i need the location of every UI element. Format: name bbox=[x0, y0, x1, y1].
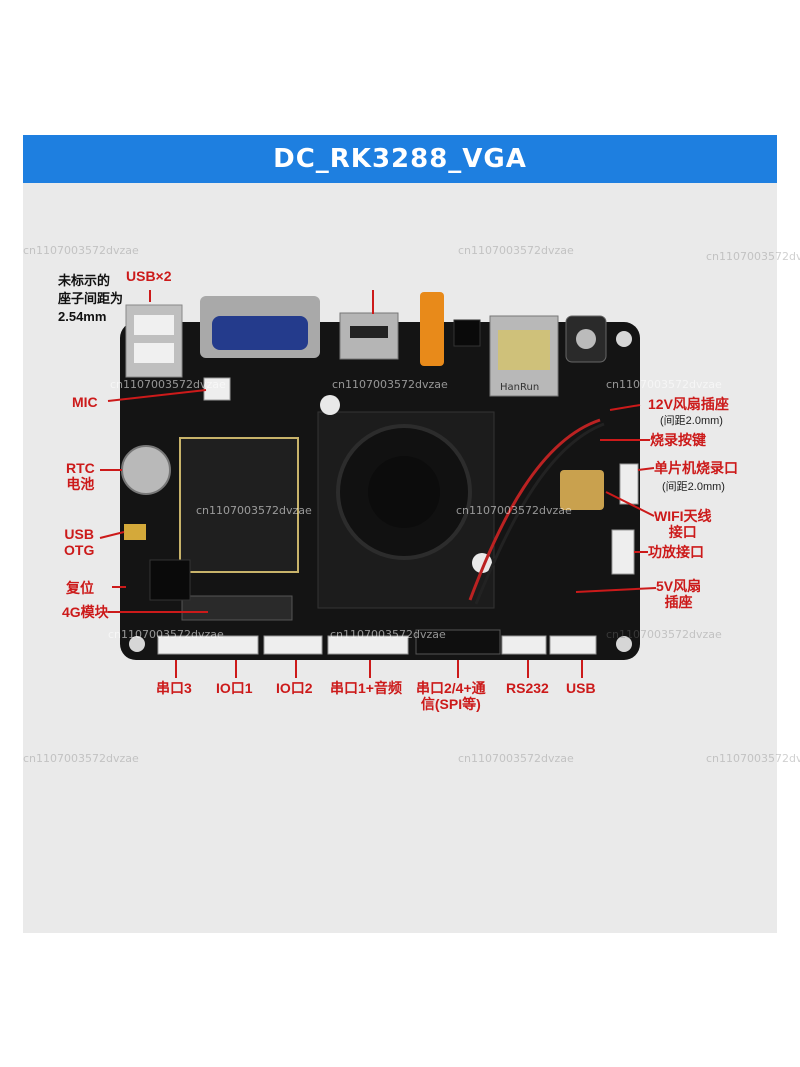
connector-header bbox=[415, 629, 501, 655]
watermark: cn1107003572dvzae bbox=[330, 628, 446, 641]
label-uart24-spi: 串口2/4+通信(SPI等) bbox=[416, 680, 486, 712]
usb-port bbox=[134, 343, 174, 363]
m2-slot bbox=[181, 595, 293, 621]
label-amp: 功放接口 bbox=[648, 544, 704, 560]
product-title-banner: DC_RK3288_VGA bbox=[23, 135, 777, 183]
mount-hole bbox=[616, 331, 632, 347]
label-mcu-burn-pitch: (间距2.0mm) bbox=[662, 481, 725, 493]
watermark: cn1107003572dvzae bbox=[23, 752, 139, 765]
label-fan-12v-pitch: (间距2.0mm) bbox=[660, 415, 723, 427]
connector-usb bbox=[549, 635, 597, 655]
rtc-battery bbox=[121, 445, 171, 495]
label-burn-key: 烧录按键 bbox=[650, 432, 706, 448]
label-rs232: RS232 bbox=[506, 680, 549, 696]
connector-rs232 bbox=[501, 635, 547, 655]
label-usb-x2: USB×2 bbox=[126, 268, 172, 284]
watermark: cn1107003572dvzae bbox=[108, 628, 224, 641]
label-uart3: 串口3 bbox=[156, 680, 192, 696]
watermark: cn1107003572dvzae bbox=[23, 244, 139, 257]
connector-io2 bbox=[263, 635, 323, 655]
mount-hole bbox=[129, 636, 145, 652]
label-4g-module: 4G模块 bbox=[62, 604, 109, 620]
note-line: 2.54mm bbox=[58, 309, 107, 324]
vga-connector bbox=[212, 316, 308, 350]
mount-hole bbox=[616, 636, 632, 652]
watermark: cn1107003572dvzae bbox=[706, 752, 800, 765]
watermark: cn1107003572dvzae bbox=[196, 504, 312, 517]
note-line: 座子间距为 bbox=[58, 291, 124, 306]
wifi-module bbox=[560, 470, 604, 510]
pitch-note: 未标示的 座子间距为 2.54mm bbox=[58, 272, 123, 326]
label-io2: IO口2 bbox=[276, 680, 313, 696]
core-module bbox=[179, 437, 299, 573]
watermark: cn1107003572dvzae bbox=[458, 244, 574, 257]
mini-usb bbox=[124, 524, 146, 540]
watermark: cn1107003572dvzae bbox=[606, 628, 722, 641]
watermark: cn1107003572dvzae bbox=[456, 504, 572, 517]
connector-uart1 bbox=[327, 635, 409, 655]
label-reset: 复位 bbox=[66, 580, 94, 596]
usb-port bbox=[134, 315, 174, 335]
watermark: cn1107003572dvzae bbox=[706, 250, 800, 263]
note-line: 未标示的 bbox=[58, 273, 111, 288]
label-usb-bottom: USB bbox=[566, 680, 596, 696]
watermark: cn1107003572dvzae bbox=[332, 378, 448, 391]
label-fan-5v: 5V风扇插座 bbox=[656, 578, 702, 610]
audio-jack bbox=[420, 292, 444, 366]
watermark: cn1107003572dvzae bbox=[606, 378, 722, 391]
label-wifi-antenna: WIFI天线接口 bbox=[654, 508, 712, 540]
connector-uart3 bbox=[157, 635, 259, 655]
label-io1: IO口1 bbox=[216, 680, 253, 696]
label-mcu-burn: 单片机烧录口 bbox=[654, 460, 738, 476]
lan-brand: HanRun bbox=[500, 382, 539, 393]
watermark: cn1107003572dvzae bbox=[110, 378, 226, 391]
label-fan-12v: 12V风扇插座 bbox=[648, 396, 729, 412]
label-uart1-audio: 串口1+音频 bbox=[330, 680, 402, 696]
label-mic: MIC bbox=[72, 394, 98, 410]
watermark: cn1107003572dvzae bbox=[458, 752, 574, 765]
